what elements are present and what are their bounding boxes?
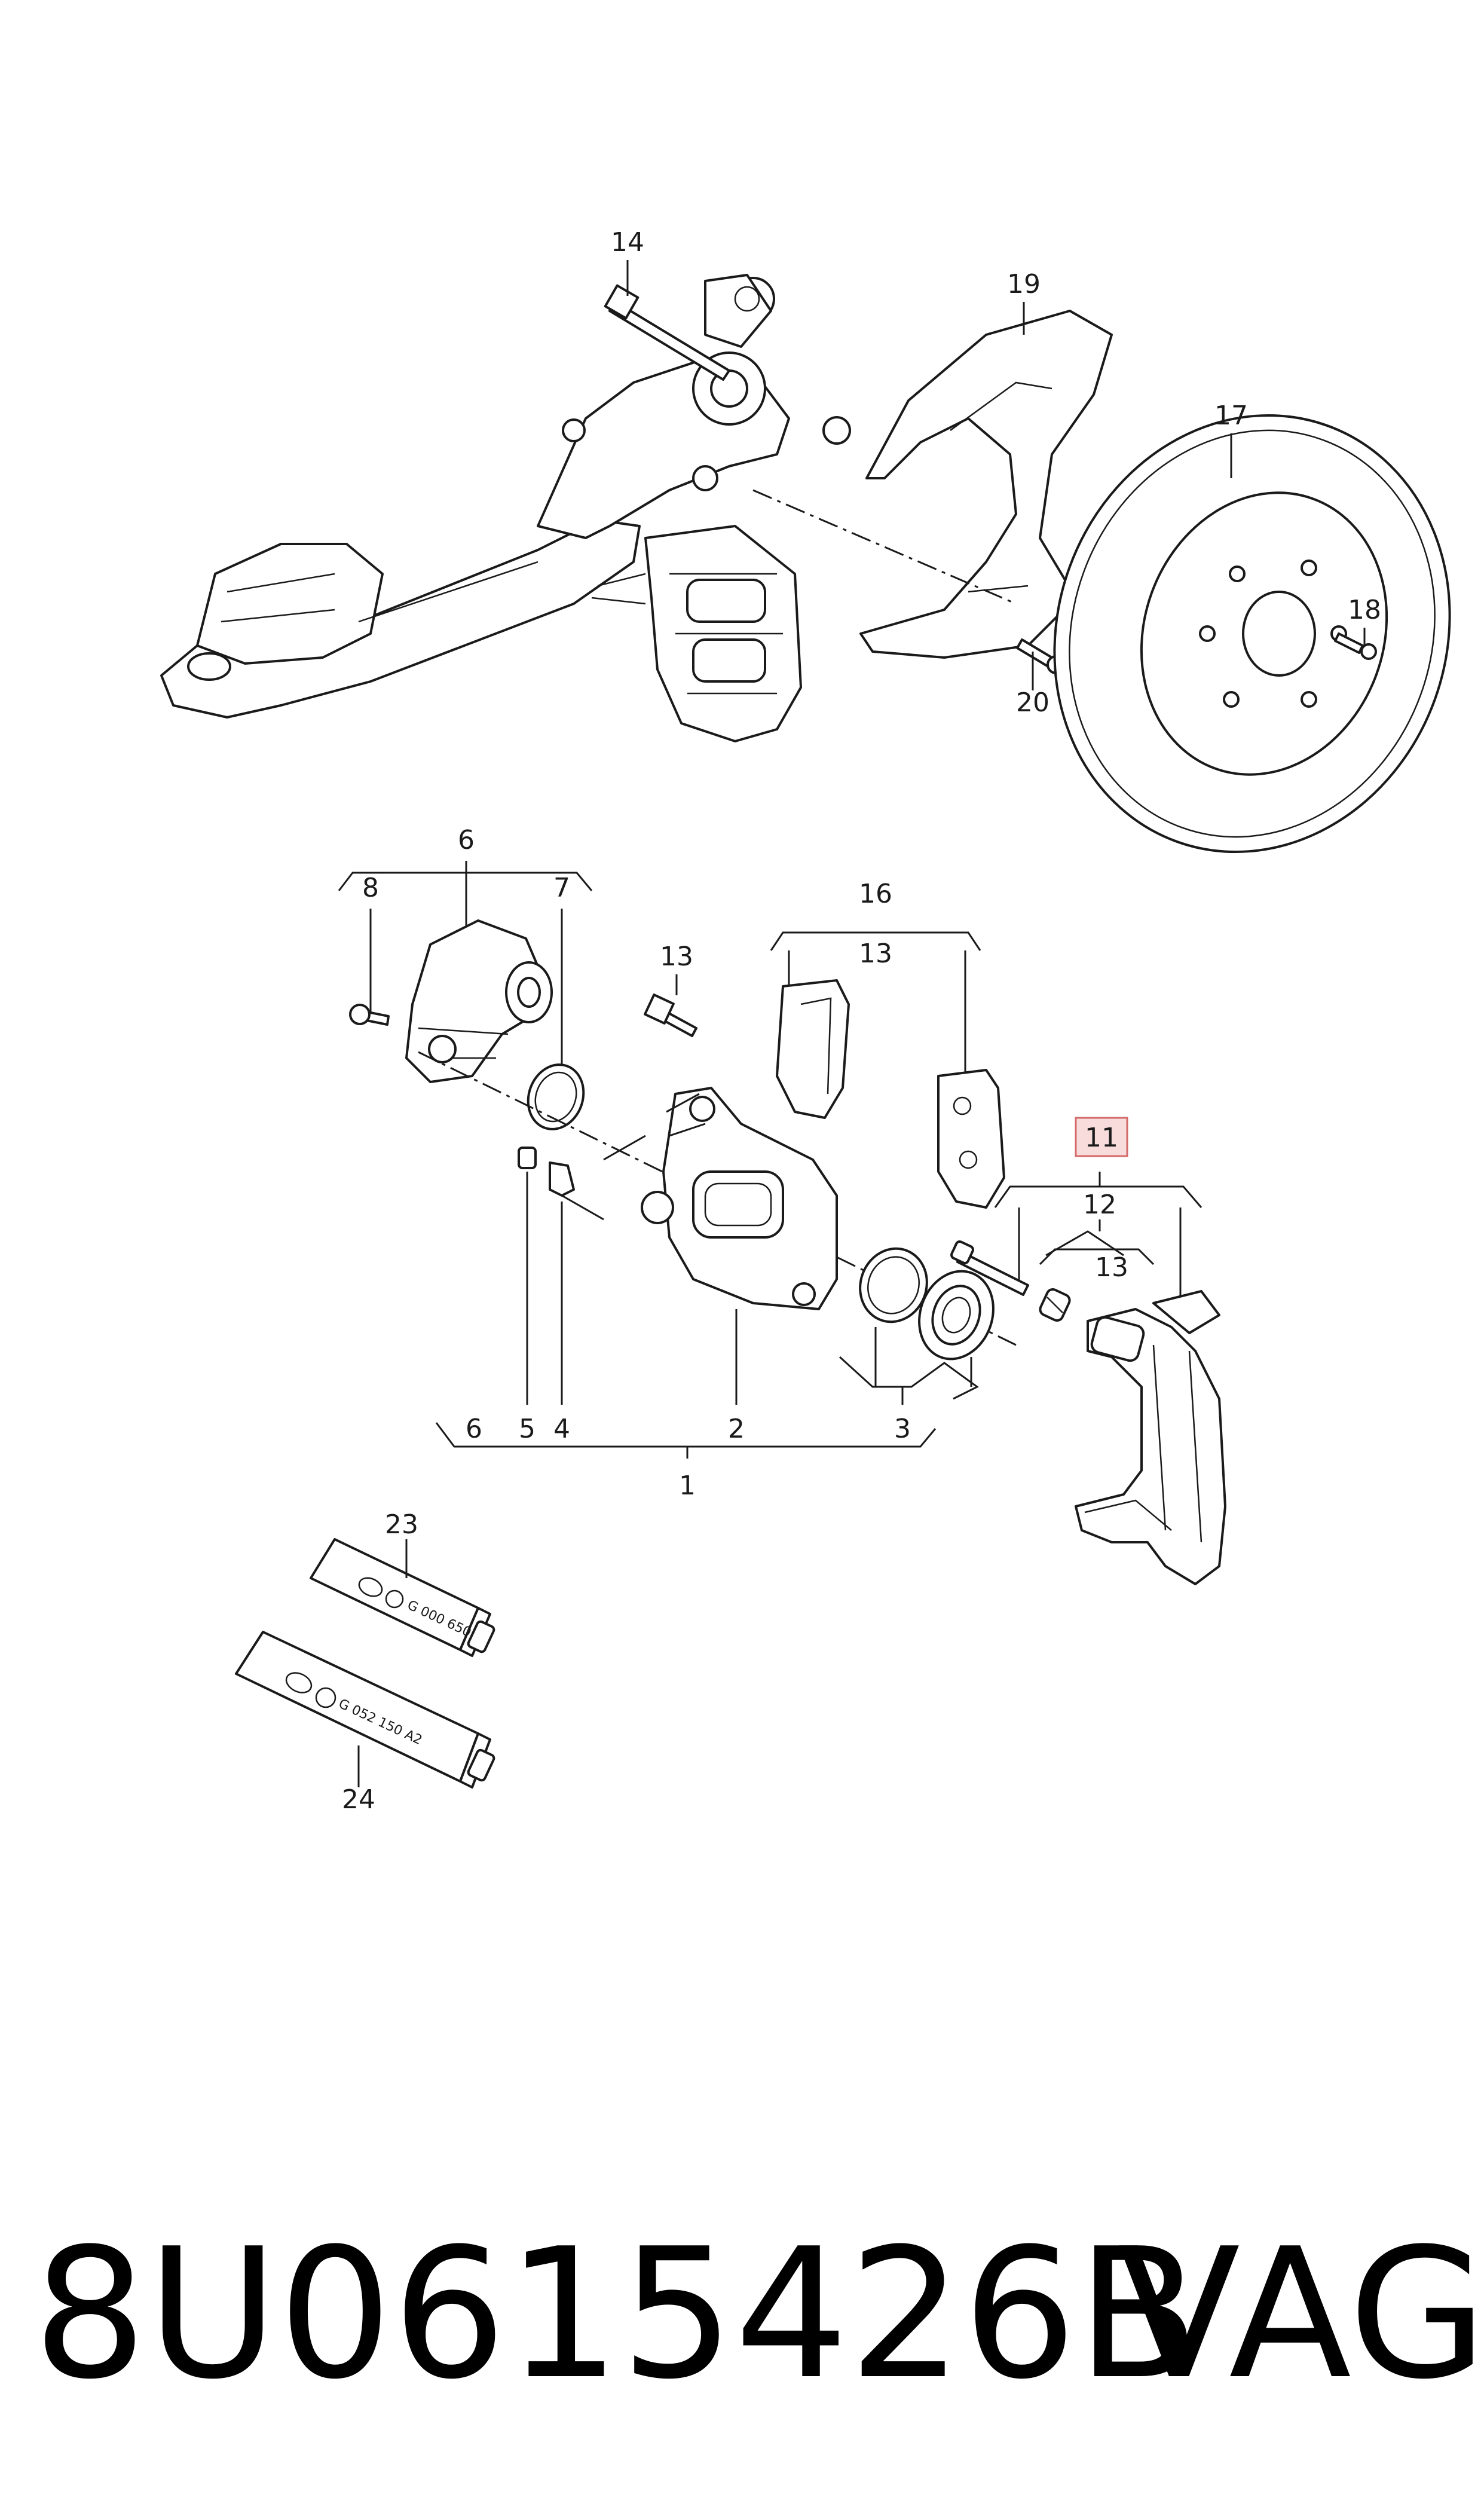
callout-19: 19 (1007, 269, 1041, 299)
bolt-14 (604, 284, 730, 381)
callout-2: 2 (728, 1414, 745, 1444)
callout-14: 14 (611, 227, 644, 258)
bushing-13 (1039, 1288, 1071, 1322)
brake-pad-1 (776, 979, 850, 1119)
callout-3: 3 (894, 1414, 911, 1444)
bracket-16 (770, 931, 981, 1076)
bracket-1 (435, 1422, 937, 1448)
dust-shield-19 (859, 310, 1113, 659)
callout-1: 1 (679, 1471, 696, 1501)
callout-13a: 13 (660, 941, 693, 972)
grease-tube-24: G 052 150 A2 (235, 1631, 495, 1789)
part-number: 8U0615426B (33, 2210, 1200, 2419)
callout-6b: 6 (466, 1414, 482, 1444)
guide-pin-12 (950, 1240, 1029, 1296)
bracket-13 (1039, 1248, 1155, 1265)
bolt-8 (349, 1004, 390, 1026)
brand-name: VAG (1118, 2210, 1484, 2419)
grease-tube-23: G 000 650 (310, 1538, 495, 1657)
bracket-6 (338, 861, 593, 1064)
bracket-3 (839, 1356, 979, 1400)
callout-13c: 13 (1095, 1252, 1128, 1283)
top-leaders (626, 260, 1366, 690)
callout-23: 23 (385, 1509, 418, 1540)
bleeder-5 (518, 1147, 537, 1169)
guide-lines-45 (561, 1135, 646, 1221)
brake-pad-2 (937, 1069, 1005, 1209)
bracket-11 (994, 1185, 1203, 1208)
caliper-top (591, 525, 802, 742)
suspension-arm (160, 274, 851, 719)
carrier-11 (1075, 1290, 1226, 1585)
callout-6: 6 (458, 825, 475, 855)
callout-17: 17 (1214, 401, 1248, 431)
callout-18: 18 (1348, 595, 1381, 625)
callout-24: 24 (342, 1784, 375, 1815)
bracket-12 (1045, 1230, 1124, 1257)
callout-labels: 14 19 17 18 20 6 8 7 13 16 13 11 12 13 6… (342, 227, 1381, 1815)
piston-boot-3 (918, 1270, 995, 1361)
brake-disc-17 (1053, 414, 1451, 854)
callout-20: 20 (1016, 687, 1049, 718)
motor-6 (405, 919, 553, 1083)
callout-5: 5 (519, 1414, 536, 1444)
oring-7 (527, 1063, 585, 1130)
callout-8: 8 (362, 873, 379, 903)
callout-4: 4 (553, 1414, 570, 1444)
caliper-body-2 (641, 1087, 838, 1310)
bolt-18 (1334, 632, 1377, 660)
callout-13b: 13 (859, 938, 892, 969)
sensor-4 (549, 1161, 575, 1197)
callout-12: 12 (1083, 1190, 1116, 1220)
callout-11: 11 (1085, 1123, 1118, 1153)
callout-16: 16 (859, 879, 892, 909)
callout-7: 7 (553, 873, 570, 903)
highlight-box-11[interactable] (1075, 1117, 1128, 1157)
bolt-13 (644, 993, 697, 1037)
